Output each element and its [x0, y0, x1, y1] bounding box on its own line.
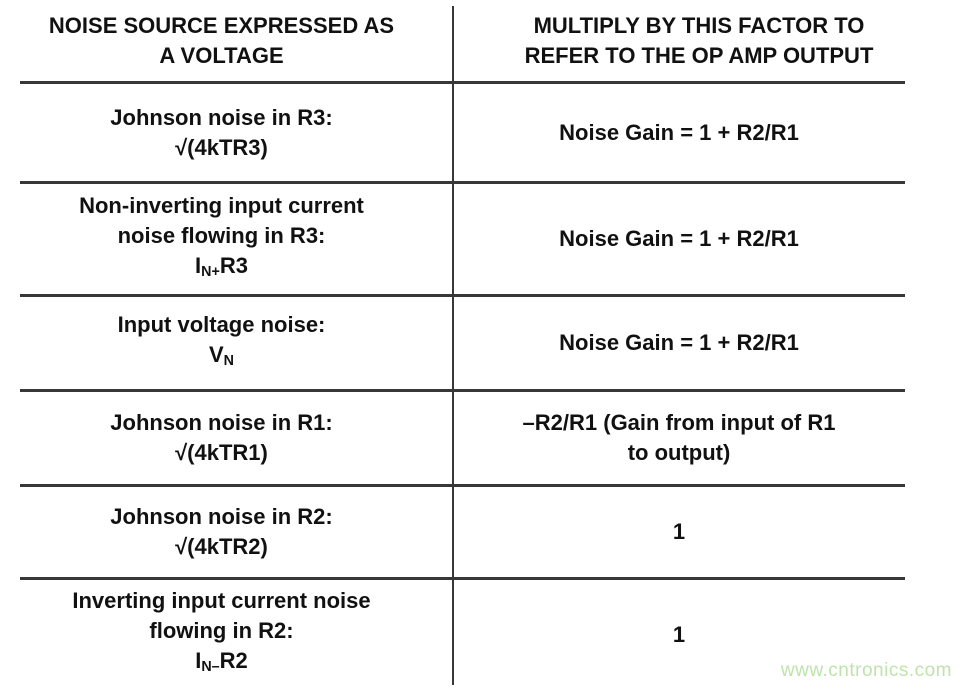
header-multiply-factor-line2: REFER TO THE OP AMP OUTPUT: [524, 42, 874, 68]
header-multiply-factor-line1: MULTIPLY BY THIS FACTOR TO: [533, 12, 865, 38]
column-divider-line: [452, 6, 454, 685]
source-cell: Johnson noise in R3: √(4kTR3): [20, 84, 453, 181]
cell-line: √(4kTR1): [175, 438, 268, 468]
cell-line: to output): [628, 438, 731, 468]
text-segment: R2: [219, 648, 248, 674]
factor-cell: Noise Gain = 1 + R2/R1: [453, 184, 905, 294]
source-cell: Input voltage noise: VN: [20, 297, 453, 389]
text-segment: to output): [627, 440, 731, 465]
text-segment: Input voltage noise:: [117, 311, 326, 337]
cell-line: Input voltage noise:: [118, 310, 326, 340]
factor-cell: –R2/R1 (Gain from input of R1 to output): [453, 392, 905, 484]
table-row: Non-inverting input current noise flowing…: [20, 184, 905, 297]
cell-line: Johnson noise in R1:: [110, 408, 332, 438]
text-segment: Inverting input current noise: [72, 588, 371, 614]
factor-cell: Noise Gain = 1 + R2/R1: [453, 297, 905, 389]
header-noise-source-line1: NOISE SOURCE EXPRESSED AS: [48, 12, 395, 38]
cell-line: √(4kTR3): [175, 133, 268, 163]
text-segment: 1: [672, 621, 686, 647]
factor-cell: 1: [453, 487, 905, 577]
noise-table: NOISE SOURCE EXPRESSED AS A VOLTAGE MULT…: [20, 0, 905, 689]
subscript: N: [223, 353, 234, 370]
text-segment: flowing in R2:: [149, 618, 294, 644]
table-header-row: NOISE SOURCE EXPRESSED AS A VOLTAGE MULT…: [20, 0, 905, 84]
text-segment: √(4kTR1): [175, 440, 268, 465]
cell-line: Noise Gain = 1 + R2/R1: [559, 118, 799, 148]
source-cell: Johnson noise in R2: √(4kTR2): [20, 487, 453, 577]
cell-line: –R2/R1 (Gain from input of R1: [523, 408, 836, 438]
cell-line: IN+R3: [195, 251, 248, 287]
cell-line: Johnson noise in R2:: [110, 502, 332, 532]
watermark: www.cntronics.com: [780, 660, 952, 681]
text-segment: Non-inverting input current: [79, 192, 364, 218]
cell-line: flowing in R2:: [149, 616, 293, 646]
subscript: N–: [201, 659, 220, 676]
cell-line: √(4kTR2): [175, 532, 268, 562]
cell-line: IN–R2: [195, 646, 248, 682]
header-noise-source: NOISE SOURCE EXPRESSED AS A VOLTAGE: [20, 0, 453, 81]
cell-line: 1: [673, 620, 685, 650]
factor-cell: Noise Gain = 1 + R2/R1: [453, 84, 905, 181]
factor-cell: 1: [453, 580, 905, 689]
source-cell: Inverting input current noise flowing in …: [20, 580, 453, 689]
header-noise-source-line2: A VOLTAGE: [159, 42, 284, 68]
text-segment: Johnson noise in R3:: [110, 104, 333, 130]
text-segment: I: [195, 252, 202, 278]
source-cell: Johnson noise in R1: √(4kTR1): [20, 392, 453, 484]
table-row: Inverting input current noise flowing in …: [20, 580, 905, 689]
cell-line: Johnson noise in R3:: [110, 103, 332, 133]
cell-line: VN: [209, 340, 234, 376]
table-row: Johnson noise in R1: √(4kTR1) –R2/R1 (Gai…: [20, 392, 905, 487]
subscript: N+: [201, 264, 220, 281]
cell-line: Noise Gain = 1 + R2/R1: [559, 224, 799, 254]
text-segment: √(4kTR3): [175, 134, 268, 160]
text-segment: Johnson noise in R2:: [110, 504, 333, 529]
cell-line: Noise Gain = 1 + R2/R1: [559, 328, 799, 358]
text-segment: Johnson noise in R1:: [110, 410, 333, 435]
table-row: Johnson noise in R2: √(4kTR2) 1: [20, 487, 905, 580]
text-segment: Noise Gain = 1 + R2/R1: [559, 226, 799, 251]
text-segment: –R2/R1 (Gain from input of R1: [522, 410, 836, 435]
text-segment: Noise Gain = 1 + R2/R1: [559, 330, 799, 355]
text-segment: R3: [219, 252, 248, 278]
text-segment: noise flowing in R3:: [117, 222, 326, 248]
header-multiply-factor: MULTIPLY BY THIS FACTOR TO REFER TO THE …: [453, 0, 905, 81]
text-segment: V: [208, 341, 224, 367]
cell-line: noise flowing in R3:: [118, 221, 326, 251]
text-segment: I: [195, 648, 202, 674]
text-segment: Noise Gain = 1 + R2/R1: [559, 119, 799, 145]
cell-line: Non-inverting input current: [79, 191, 364, 221]
text-segment: 1: [672, 519, 686, 544]
cell-line: Inverting input current noise: [72, 586, 370, 616]
cell-line: 1: [673, 517, 685, 547]
source-cell: Non-inverting input current noise flowing…: [20, 184, 453, 294]
text-segment: √(4kTR2): [175, 534, 268, 559]
table-row: Johnson noise in R3: √(4kTR3) Noise Gain …: [20, 84, 905, 184]
table-row: Input voltage noise: VN Noise Gain = 1 + …: [20, 297, 905, 392]
